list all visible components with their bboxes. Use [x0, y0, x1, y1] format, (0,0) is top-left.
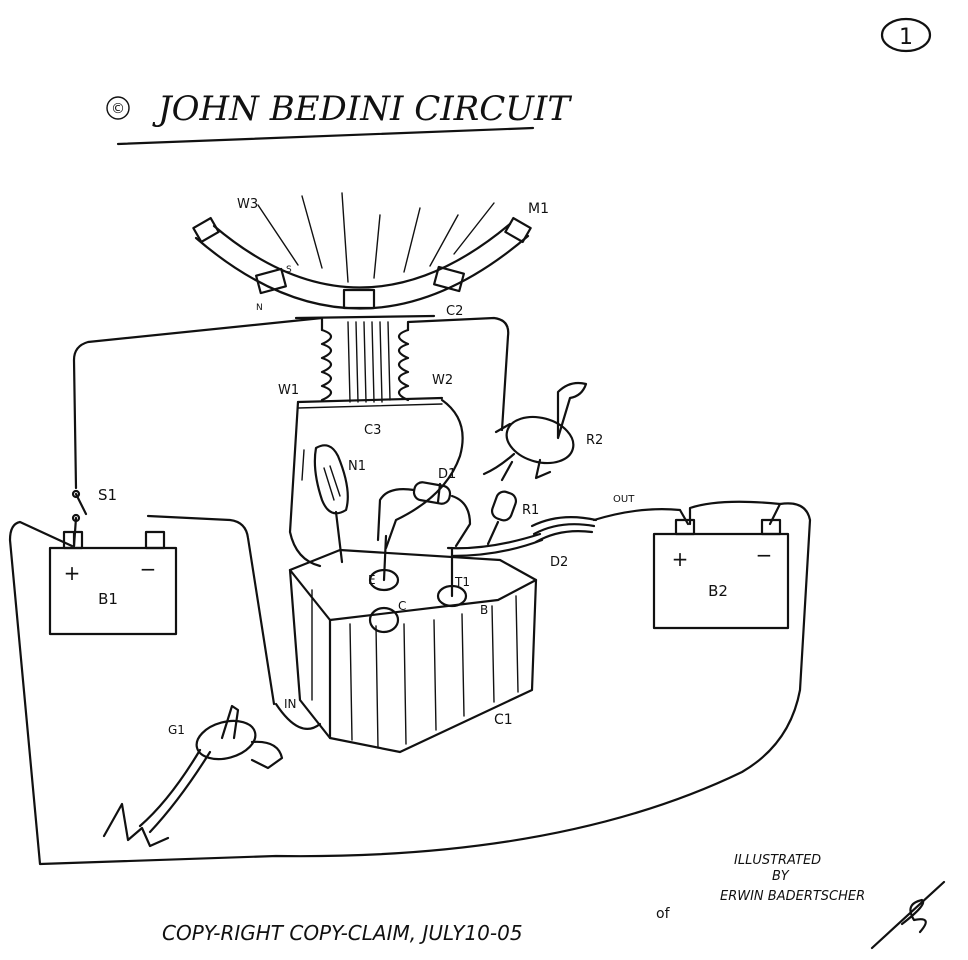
label-t1: T1 [454, 575, 470, 589]
neon-n1: N1 [301, 444, 366, 564]
ground-g1: G1 IN [102, 697, 297, 848]
title-block: © JOHN BEDINI CIRCUIT [106, 89, 572, 146]
copyright-symbol: © [111, 101, 125, 117]
label-w1: W1 [278, 383, 299, 398]
footer-illustrator: ERWIN BADERTSCHER [720, 889, 865, 904]
signature-stroke [870, 880, 946, 950]
label-n: N [256, 303, 263, 313]
label-c3: C3 [364, 423, 381, 438]
footer-copyright: COPY-RIGHT COPY-CLAIM, JULY10-05 [162, 921, 523, 945]
heatsink-c1: E C B T1 C1 [288, 534, 538, 754]
footer-by: BY [772, 869, 790, 884]
label-s: S [286, 265, 292, 275]
label-c1: C1 [494, 712, 513, 728]
label-s1: S1 [98, 486, 117, 504]
label-c2: C2 [446, 304, 463, 319]
footer-of: of [656, 906, 671, 922]
battery-b1-plus-terminal [62, 530, 84, 550]
b1-plus: + [64, 561, 81, 585]
page-title: JOHN BEDINI CIRCUIT [152, 89, 572, 129]
label-g1: G1 [168, 723, 185, 737]
label-m1: M1 [528, 201, 549, 217]
diode-d1: D1 [376, 467, 472, 548]
b1-minus: − [140, 557, 157, 581]
battery-b2-minus-terminal [760, 518, 782, 536]
rotor-m1: W3 M1 S N [192, 192, 549, 313]
page-number: 1 [899, 25, 913, 50]
magnet-4 [433, 265, 465, 293]
label-w2: W2 [432, 373, 453, 388]
label-b2: B2 [708, 582, 728, 600]
footer-illustrated: ILLUSTRATED [734, 853, 821, 868]
magnet-1 [192, 216, 220, 244]
resistor-r1-body [490, 490, 518, 522]
label-n1: N1 [348, 459, 366, 474]
signature-initials [900, 898, 927, 934]
battery-b1-minus-terminal [144, 530, 166, 550]
label-w3: W3 [237, 197, 258, 212]
label-d2: D2 [550, 555, 568, 570]
footer: COPY-RIGHT COPY-CLAIM, JULY10-05 of ILLU… [162, 853, 946, 950]
diode-d2: OUT D2 [446, 494, 635, 570]
battery-b2-body [652, 532, 790, 630]
page-number-badge: 1 [880, 17, 932, 53]
b2-plus: + [672, 547, 689, 571]
label-e: E [368, 573, 376, 587]
battery-b1: + − B1 [48, 530, 178, 636]
resistor-r1: R1 [486, 460, 539, 546]
magnet-3 [342, 288, 376, 310]
wiring [8, 316, 812, 866]
battery-b2: + − B2 [652, 518, 790, 630]
battery-b1-body [48, 546, 178, 636]
label-b1: B1 [98, 590, 118, 608]
diode-d1-body [412, 481, 452, 505]
potentiometer-r2: R2 [482, 381, 603, 480]
label-in: IN [284, 697, 297, 711]
label-d1: D1 [438, 467, 456, 482]
label-r2: R2 [586, 433, 603, 448]
b2-minus: − [756, 543, 773, 567]
label-b: B [480, 603, 488, 617]
battery-b2-plus-terminal [674, 518, 696, 536]
label-out: OUT [613, 494, 635, 505]
magnet-5 [504, 216, 532, 244]
label-r1: R1 [522, 503, 539, 518]
label-c: C [398, 599, 406, 613]
coil-assembly: C2 W1 W2 C3 [278, 304, 463, 438]
magnet-2 [255, 267, 287, 295]
